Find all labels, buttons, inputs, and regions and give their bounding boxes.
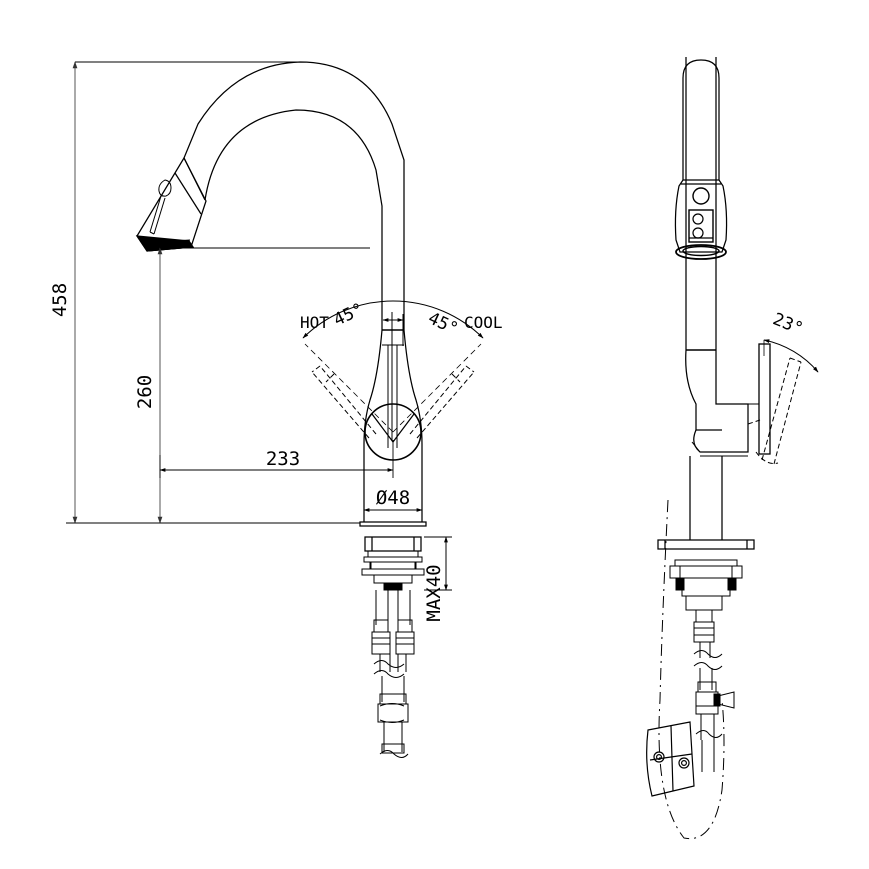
handle-swing-positions: [311, 365, 475, 439]
handle-swing-annotation: [302, 300, 484, 433]
tilt-arc: [763, 339, 819, 373]
mounting-hardware: [361, 550, 425, 591]
front-view: [135, 61, 475, 758]
valve-stem: [382, 312, 404, 448]
side-view: [646, 57, 802, 840]
spout-end-on: [682, 59, 720, 180]
supply-hoses-side: [693, 609, 735, 772]
deck-plate-side: [657, 527, 755, 550]
lever-handle-tilted: [747, 357, 802, 465]
dim-base-diameter-label: Ø48: [376, 487, 410, 509]
dim-spout-height-label: 260: [134, 375, 156, 409]
lever-handle-side: [748, 343, 771, 455]
handle-tilt-angle-label: 23°: [770, 309, 806, 339]
valve-body: [363, 329, 423, 522]
supply-hoses: [371, 590, 415, 758]
dim-overall-height-label: 458: [49, 283, 71, 317]
deck-plate: [359, 521, 427, 552]
gooseneck-spout: [183, 61, 405, 330]
hose-counterweight: [646, 721, 695, 797]
swing-arc: [302, 300, 484, 339]
stem-detail-dimension: [382, 314, 404, 346]
cool-label: COOL: [464, 313, 503, 332]
hose-path-centerline: [658, 499, 725, 840]
mounting-hardware-side: [669, 559, 743, 611]
handle-tilt-annotation: [763, 339, 819, 373]
front-view-dimensions: [66, 61, 452, 591]
hot-label: HOT: [300, 313, 329, 332]
hot-angle-label: 45°: [331, 299, 367, 330]
side-valve-body: [685, 349, 749, 457]
dim-spout-reach-label: 233: [266, 448, 300, 470]
cool-angle-label: 45°: [425, 308, 461, 339]
front-view-dimension-labels: 458 260 233 Ø48 MAX40: [49, 283, 445, 622]
swing-annotation-labels: HOT 45° 45° COOL: [300, 299, 503, 339]
spray-head: [135, 156, 207, 252]
spray-head-front: [674, 179, 728, 260]
spray-wand-column: [685, 57, 717, 350]
side-lower-column: [689, 456, 723, 527]
dim-max-deck-thickness-label: MAX40: [423, 564, 445, 621]
